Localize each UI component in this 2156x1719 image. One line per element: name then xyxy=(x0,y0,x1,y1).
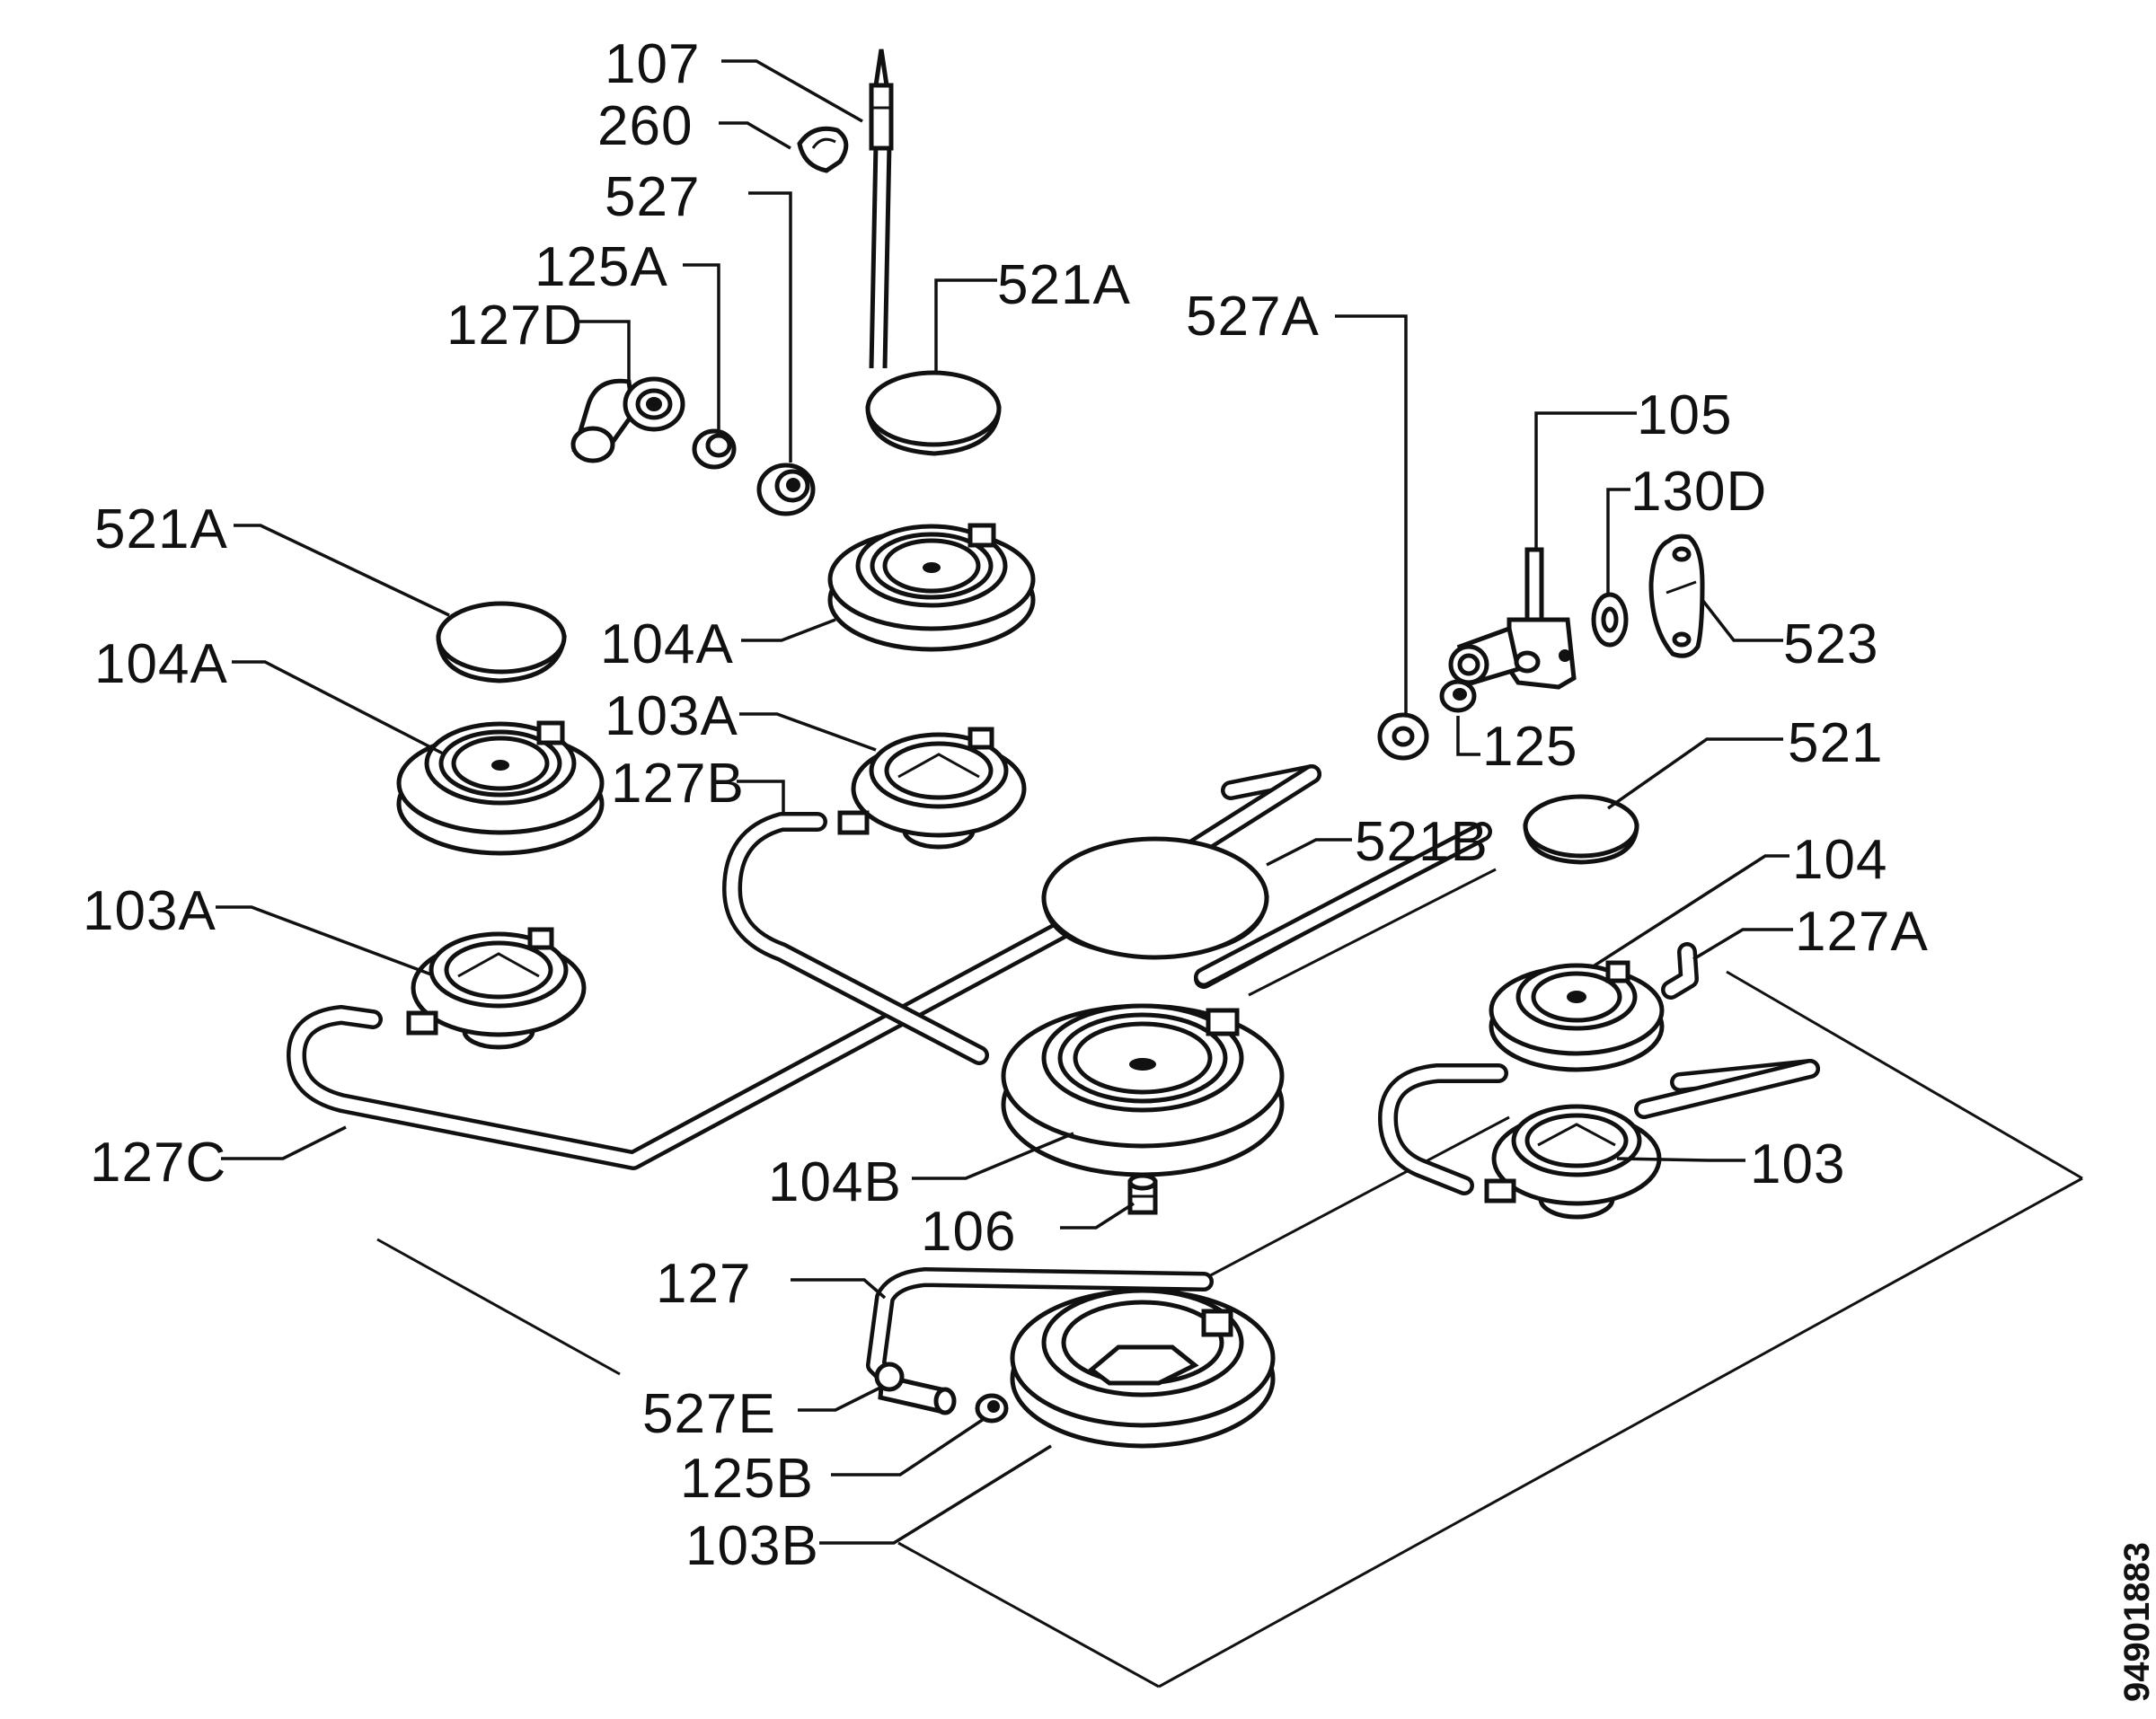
burner-104B xyxy=(1001,1003,1285,1177)
label-521B: 521B xyxy=(1355,811,1489,873)
label-106: 106 xyxy=(921,1201,1016,1263)
elbow-127D xyxy=(570,376,685,463)
burner-104A-right xyxy=(827,523,1036,652)
burner-cap-521 xyxy=(1523,794,1639,865)
burner-cap-521A-top xyxy=(865,370,1002,456)
label-521: 521 xyxy=(1788,712,1883,774)
label-127D: 127D xyxy=(446,295,583,357)
label-127: 127 xyxy=(656,1253,751,1315)
label-523: 523 xyxy=(1783,613,1878,675)
bracket-523 xyxy=(1648,533,1705,658)
label-125A: 125A xyxy=(535,236,668,298)
injector-125B xyxy=(975,1393,1009,1424)
pipe-127A xyxy=(1378,942,1699,1195)
burner-104A-left xyxy=(396,720,605,856)
label-104B: 104B xyxy=(768,1151,902,1213)
injector-125A xyxy=(692,428,737,470)
label-104A-left: 104A xyxy=(94,633,228,695)
clip-260 xyxy=(797,126,849,173)
crossbar-rails xyxy=(1194,764,1820,1119)
label-521A-left: 521A xyxy=(94,498,228,560)
label-127B: 127B xyxy=(611,753,745,815)
label-104A-right: 104A xyxy=(600,613,734,675)
injector-125 xyxy=(1439,679,1477,713)
label-107: 107 xyxy=(605,33,700,95)
leader-lines xyxy=(216,59,1793,1545)
label-521A-top: 521A xyxy=(997,254,1131,316)
label-103B: 103B xyxy=(685,1515,819,1577)
burner-base-103A-left xyxy=(406,927,587,1050)
washer-130D xyxy=(1591,592,1629,648)
injector-527 xyxy=(756,463,816,516)
burner-base-103A-right xyxy=(837,727,1027,850)
callout-labels: 107 260 527 125A 127D 521A 527A 105 130D… xyxy=(83,33,1929,1577)
label-127A: 127A xyxy=(1795,901,1929,963)
label-103A-right: 103A xyxy=(605,685,738,747)
hob-outline xyxy=(376,868,2083,1688)
label-125: 125 xyxy=(1482,716,1577,778)
pipe-127C xyxy=(287,764,1321,1170)
burner-base-103B xyxy=(1010,1288,1276,1449)
document-id: 94901883 xyxy=(2117,1542,2156,1702)
label-527E: 527E xyxy=(642,1383,776,1445)
label-527: 527 xyxy=(605,166,700,228)
injector-106 xyxy=(1127,1173,1158,1215)
burner-cap-521A-left xyxy=(436,601,567,683)
label-260: 260 xyxy=(597,95,693,157)
nut-527A xyxy=(1377,712,1429,761)
spark-plug-107 xyxy=(869,48,894,369)
label-103: 103 xyxy=(1750,1133,1845,1195)
label-125B: 125B xyxy=(680,1448,814,1510)
label-127C: 127C xyxy=(90,1132,226,1194)
burner-cap-521B xyxy=(1041,836,1269,960)
label-527A: 527A xyxy=(1186,286,1320,348)
burner-base-103 xyxy=(1484,1104,1662,1220)
label-105: 105 xyxy=(1637,384,1732,446)
label-130D: 130D xyxy=(1630,461,1767,523)
valve-105 xyxy=(1448,547,1577,690)
burner-104 xyxy=(1489,960,1665,1072)
thermocouple-527E xyxy=(874,1362,957,1415)
label-104: 104 xyxy=(1792,829,1887,891)
label-103A-left: 103A xyxy=(83,880,216,942)
pipe-127B xyxy=(722,812,989,1065)
